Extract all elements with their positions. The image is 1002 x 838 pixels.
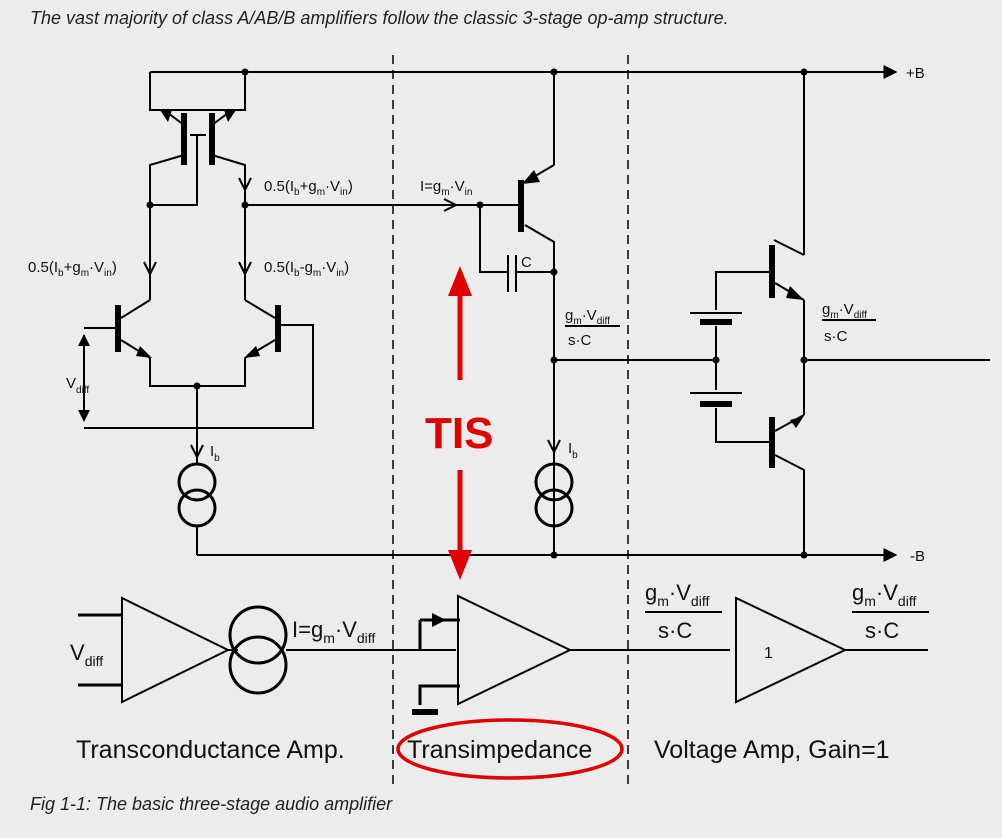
caption-bottom: Fig 1-1: The basic three-stage audio amp… bbox=[30, 794, 393, 814]
caption-top: The vast majority of class A/AB/B amplif… bbox=[30, 8, 729, 28]
positive-rail bbox=[150, 65, 898, 79]
voltage-amp-gain-label: 1 bbox=[764, 645, 773, 662]
output-stage bbox=[690, 72, 990, 555]
svg-text:gm·Vdiff: gm·Vdiff bbox=[645, 580, 709, 609]
svg-text:gm·Vdiff: gm·Vdiff bbox=[822, 301, 867, 321]
label-gm-vdiff-sc-right: gm·Vdiff s·C bbox=[822, 301, 876, 345]
label-i-gm-vin: I=gm·Vin bbox=[420, 178, 472, 198]
stage-label-transimpedance: Transimpedance bbox=[407, 736, 592, 764]
svg-text:gm·Vdiff: gm·Vdiff bbox=[565, 307, 610, 327]
tis-transistor bbox=[479, 72, 561, 555]
block-vdiff-label: Vdiff bbox=[70, 640, 103, 669]
svg-text:s·C: s·C bbox=[865, 618, 899, 643]
block-gm-vdiff-sc-right: gm·Vdiff s·C bbox=[852, 580, 929, 643]
negative-rail-label: -B bbox=[910, 548, 925, 565]
label-gm-vdiff-sc-middle: gm·Vdiff s·C bbox=[565, 307, 620, 349]
label-half-plus-left: 0.5(Ib+gm·Vin) bbox=[28, 259, 117, 279]
label-ib-right: Ib bbox=[568, 440, 578, 461]
stage-label-voltage: Voltage Amp, Gain=1 bbox=[654, 736, 890, 764]
current-source-left bbox=[177, 462, 217, 555]
transimpedance-block bbox=[412, 594, 730, 715]
label-ib-left: Ib bbox=[210, 443, 220, 464]
label-cap: C bbox=[521, 254, 532, 271]
negative-rail bbox=[197, 548, 898, 562]
positive-rail-label: +B bbox=[906, 65, 925, 82]
voltage-amp-block bbox=[735, 596, 928, 704]
svg-text:s·C: s·C bbox=[658, 618, 692, 643]
differential-pair bbox=[78, 205, 314, 465]
tis-double-arrow bbox=[448, 266, 472, 580]
block-current-label: I=gm·Vdiff bbox=[292, 617, 375, 646]
label-half-minus-right: 0.5(Ib-gm·Vin) bbox=[264, 259, 349, 279]
current-source-right bbox=[534, 462, 574, 528]
svg-text:s·C: s·C bbox=[824, 328, 847, 345]
label-vdiff: Vdiff bbox=[66, 375, 89, 396]
transimpedance-highlight-ellipse bbox=[396, 718, 624, 780]
block-gm-vdiff-sc-middle: gm·Vdiff s·C bbox=[645, 580, 722, 643]
tis-label: TIS bbox=[425, 409, 493, 458]
svg-text:s·C: s·C bbox=[568, 332, 591, 349]
current-mirror bbox=[146, 72, 252, 209]
transconductance-block bbox=[78, 596, 456, 704]
stage-label-transconductance: Transconductance Amp. bbox=[76, 736, 345, 764]
diff-output-wire bbox=[245, 198, 484, 212]
svg-text:gm·Vdiff: gm·Vdiff bbox=[852, 580, 916, 609]
label-half-plus-right: 0.5(Ib+gm·Vin) bbox=[264, 178, 353, 198]
